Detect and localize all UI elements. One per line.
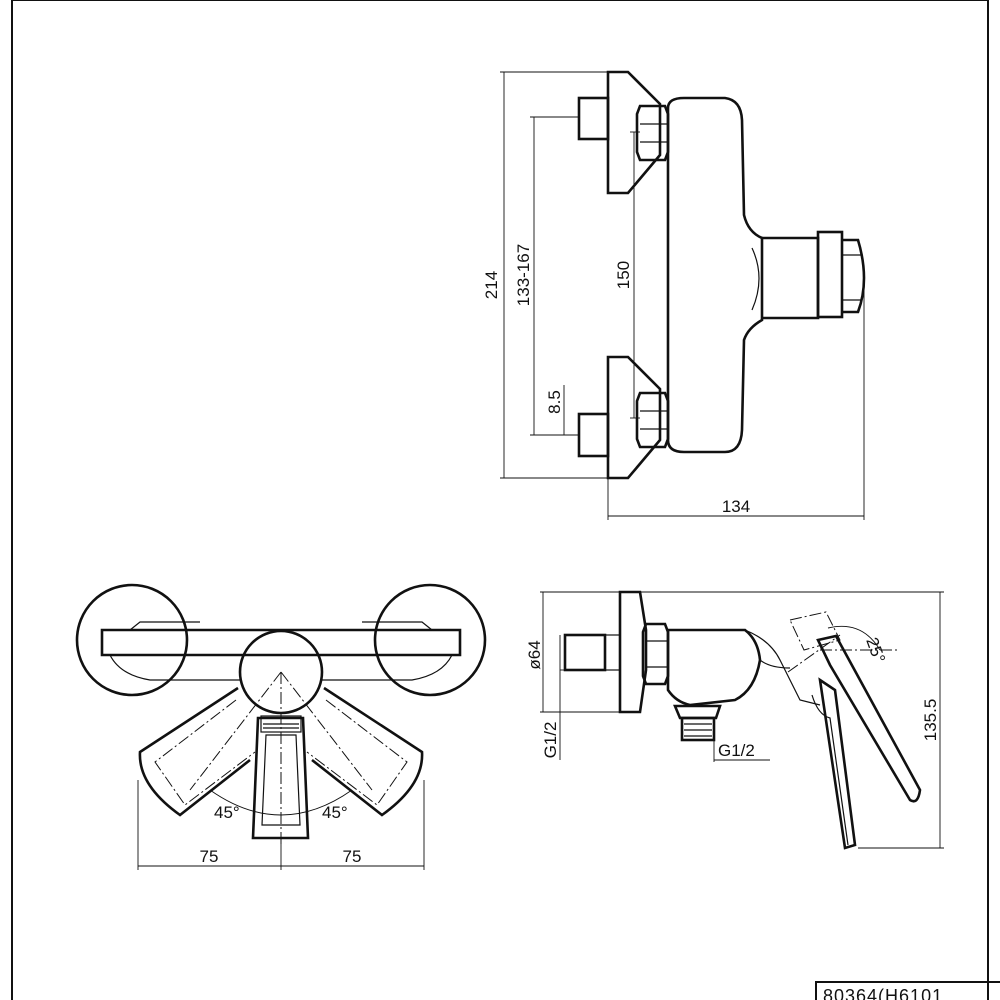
front-body [100,628,462,657]
section-hex-nut [641,622,670,686]
dim-offset: 8.5 [545,390,564,414]
section-inlet-stub [563,633,607,672]
section-lever-up [816,634,922,803]
dim-body-spacing: 150 [614,261,633,289]
dim-thread-outlet: G1/2 [718,741,755,760]
upper-flange [606,70,662,195]
left-escutcheon [75,583,189,697]
angle-right: 45° [322,803,348,822]
section-view: 25° ø64 G1/2 G1/2 135.5 [525,590,944,850]
lower-inlet-stub [577,412,610,458]
angle-left: 45° [214,803,240,822]
lever-left [138,686,251,817]
right-escutcheon [373,583,487,697]
cartridge-collar [762,236,820,320]
lever-center [251,716,310,840]
side-view: 214 133-167 150 8.5 134 [482,70,866,520]
upper-inlet-stub [577,96,610,141]
title-block-code: 80364(H6101 [815,981,1000,1000]
dim-thread-inlet: G1/2 [541,722,560,759]
dim-total-height: 214 [482,271,501,299]
dim-depth: 134 [722,497,750,516]
dim-diameter: ø64 [525,640,544,669]
dim-left: 75 [200,847,219,866]
section-lever-down [818,677,857,850]
section-body [666,628,762,707]
dim-inlet-spacing: 133-167 [514,244,533,306]
mixer-body [666,96,764,454]
angle-lever: 25° [862,635,889,666]
outlet-thread [680,716,716,742]
front-view: 45° 45° 75 75 [75,583,487,870]
upper-hex-nut [635,104,670,162]
outlet-nut [673,704,722,720]
cartridge-knob [842,238,866,314]
lower-hex-nut [635,391,670,449]
lever-right [311,686,424,817]
cartridge-cap [816,230,844,319]
dim-height: 135.5 [921,699,940,742]
dim-right: 75 [343,847,362,866]
sheet-border [11,0,989,1000]
